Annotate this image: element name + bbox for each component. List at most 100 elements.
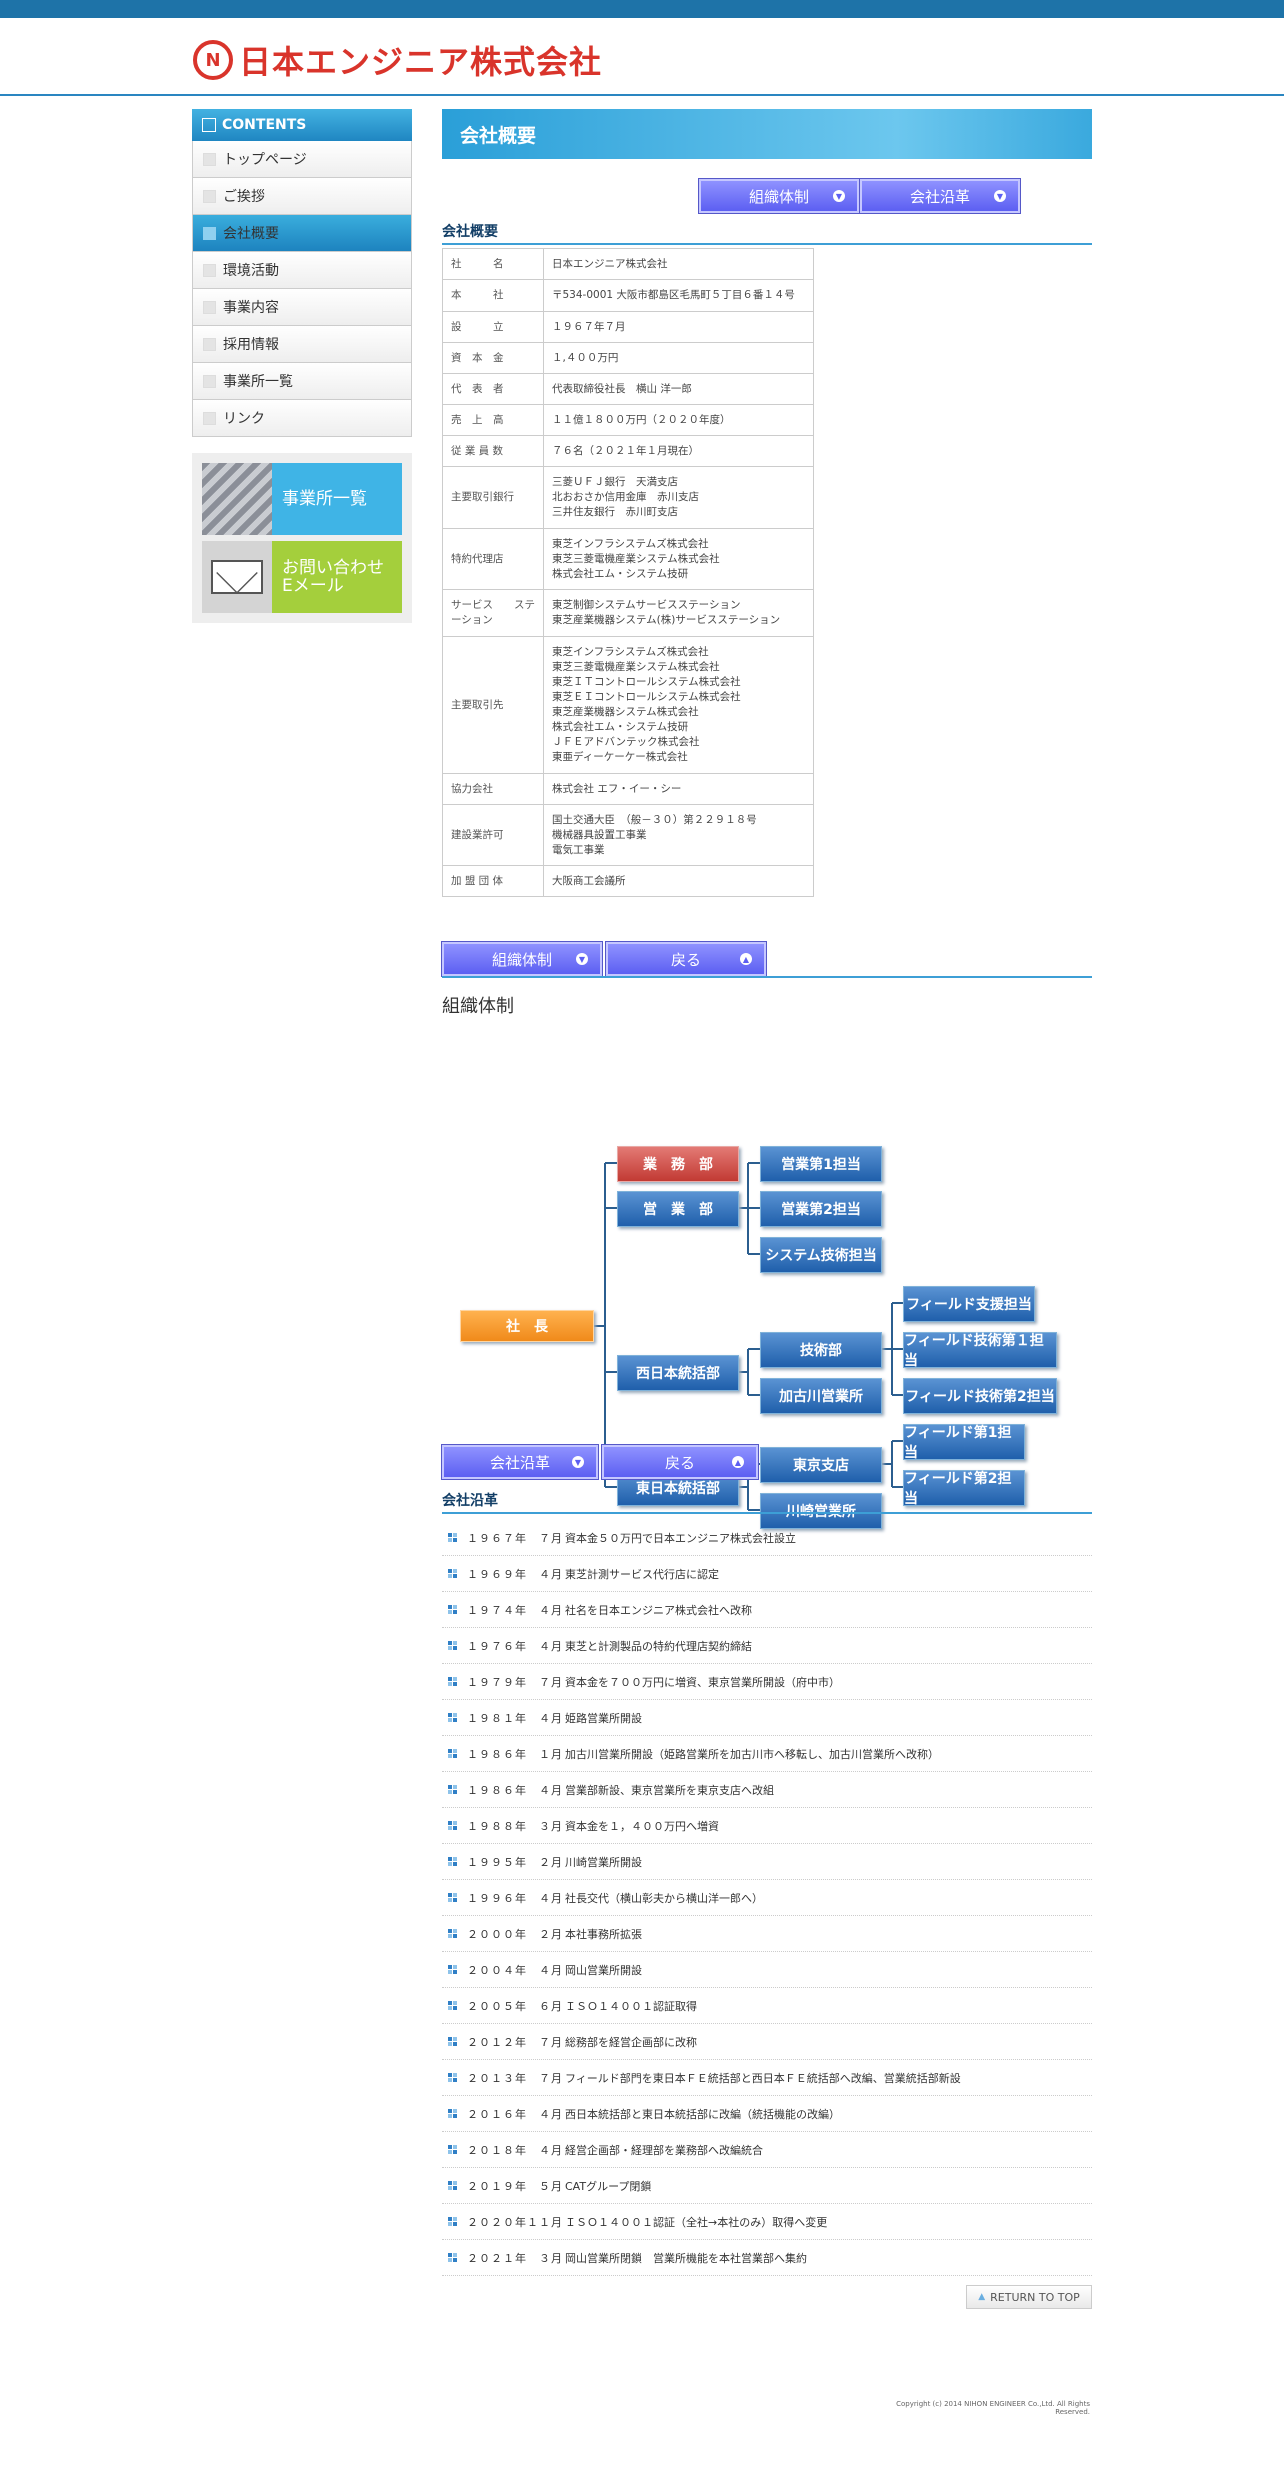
info-row: 本 社〒534-0001 大阪市都島区毛馬町５丁目６番１４号	[442, 279, 814, 312]
history-row: ２０１２年 ７月総務部を経営企画部に改称	[442, 2024, 1092, 2060]
main-content: 会社概要 組織体制▼ 会社沿革▼ 会社概要 社 名日本エンジニア株式会社本 社〒…	[441, 109, 1092, 2309]
info-value: 株式会社 エフ・イー・シー	[543, 773, 814, 805]
info-label: 特約代理店	[442, 528, 544, 590]
bullet-icon	[203, 337, 216, 351]
banner-offices[interactable]: 事業所一覧	[202, 463, 402, 535]
list-bullet-icon	[448, 2253, 457, 2262]
copyright: Copyright (c) 2014 NIHON ENGINEER Co.,Lt…	[896, 2400, 1090, 2416]
return-to-top-button[interactable]: ▲ RETURN TO TOP	[966, 2285, 1092, 2309]
history-text: 資本金５０万円で日本エンジニア株式会社設立	[565, 1531, 796, 1545]
info-label: 資 本 金	[442, 342, 544, 374]
info-value-line: 電気工事業	[552, 843, 605, 856]
history-date: １９７９年 ７月	[467, 1675, 563, 1689]
history-text: 営業部新設、東京営業所を東京支店へ改組	[565, 1783, 774, 1797]
history-text: ＩＳＯ１４００１認証取得	[565, 1999, 697, 2013]
sidebar-item[interactable]: 事業所一覧	[192, 363, 412, 400]
info-row: 代 表 者代表取締役社長 横山 洋一郎	[442, 373, 814, 405]
section-title-overview: 会社概要	[442, 221, 1092, 245]
history-date: １９７４年 ４月	[467, 1603, 563, 1617]
list-bullet-icon	[448, 2001, 457, 2010]
arrow-down-icon: ▼	[576, 953, 588, 965]
org-eigyo: 営 業 部	[617, 1191, 739, 1227]
bullet-icon	[203, 263, 216, 277]
info-row: 加 盟 団 体大阪商工会議所	[442, 865, 814, 897]
info-value-line: 東芝産業機器システム(株)サービスステーション	[552, 614, 781, 626]
info-value-line: １,４００万円	[552, 351, 619, 364]
list-bullet-icon	[448, 1749, 457, 1758]
history-anchor-button[interactable]: 会社沿革▼	[859, 178, 1021, 214]
envelope-icon	[202, 541, 272, 613]
info-value: 代表取締役社長 横山 洋一郎	[543, 373, 814, 405]
list-bullet-icon	[448, 1821, 457, 1830]
info-value-line: 株式会社エム・システム技研	[552, 721, 689, 733]
sidebar-item[interactable]: 環境活動	[192, 252, 412, 289]
history-row: １９９６年 ４月社長交代（横山彰夫から横山洋一郎へ）	[442, 1880, 1092, 1916]
info-value: ７６名（２０２１年１月現在）	[543, 435, 814, 467]
history-button[interactable]: 会社沿革▼	[441, 1444, 599, 1480]
org-kakogawa: 加古川営業所	[760, 1378, 882, 1414]
banner-contact[interactable]: お問い合わせ Eメール	[202, 541, 402, 613]
info-value-line: 国土交通大臣 （般－３０）第２２９１８号	[552, 813, 757, 826]
sidebar-menu: トップページご挨拶会社概要環境活動事業内容採用情報事業所一覧リンク	[192, 141, 412, 437]
history-text: 西日本統括部と東日本統括部に改編（統括機能の改編）	[565, 2107, 840, 2121]
bullet-icon	[203, 226, 216, 240]
bullet-icon	[203, 152, 216, 166]
sidebar-item-label: 環境活動	[223, 263, 279, 279]
info-value-line: １９６７年７月	[552, 320, 626, 333]
history-date: １９６７年 ７月	[467, 1531, 563, 1545]
history-date: １９６９年 ４月	[467, 1567, 563, 1581]
history-text: 資本金を１，４００万円へ増資	[565, 1819, 719, 1833]
bullet-icon	[203, 300, 216, 314]
history-date: ２０２１年 ３月	[467, 2251, 563, 2265]
org-anchor-button[interactable]: 組織体制▼	[698, 178, 860, 214]
list-bullet-icon	[448, 1533, 457, 1542]
contents-icon	[202, 118, 216, 132]
history-text: 姫路営業所開設	[565, 1711, 642, 1725]
org-nishi: 西日本統括部	[617, 1355, 739, 1391]
logo-text: 日本エンジニア株式会社	[239, 43, 603, 81]
history-text: CATグループ閉鎖	[565, 2179, 652, 2193]
info-label: 本 社	[442, 279, 544, 312]
logo-mark-icon: N	[193, 40, 233, 80]
info-label: サービス ステーション	[442, 589, 544, 637]
company-logo[interactable]: N 日本エンジニア株式会社	[193, 38, 602, 82]
info-value-line: 三井住友銀行 赤川町支店	[552, 506, 678, 518]
back-button[interactable]: 戻る▲	[605, 941, 767, 977]
history-date: １９９６年 ４月	[467, 1891, 563, 1905]
sidebar-header: CONTENTS	[192, 109, 412, 141]
sidebar-item[interactable]: 事業内容	[192, 289, 412, 326]
arrow-down-icon: ▼	[833, 190, 845, 202]
sidebar-item[interactable]: トップページ	[192, 141, 412, 178]
back-button-2[interactable]: 戻る▲	[601, 1444, 759, 1480]
sidebar-item-label: 事業内容	[223, 300, 279, 316]
history-text: フィールド部門を東日本ＦＥ統括部と西日本ＦＥ統括部へ改編、営業統括部新設	[565, 2071, 961, 2085]
sidebar-item[interactable]: ご挨拶	[192, 178, 412, 215]
sidebar-item[interactable]: リンク	[192, 400, 412, 437]
top-bar	[0, 0, 1284, 18]
history-date: ２０１８年 ４月	[467, 2143, 563, 2157]
history-date: ２０００年 ２月	[467, 1927, 563, 1941]
sidebar-item[interactable]: 採用情報	[192, 326, 412, 363]
section-title-history: 会社沿革	[442, 1490, 1092, 1514]
info-value-line: 東亜ディーケーケー株式会社	[552, 751, 688, 763]
org-button[interactable]: 組織体制▼	[441, 941, 603, 977]
history-text: 本社事務所拡張	[565, 1927, 642, 1941]
info-value-line: ７６名（２０２１年１月現在）	[552, 444, 699, 457]
info-value-line: 日本エンジニア株式会社	[552, 257, 668, 270]
history-row: ２０００年 ２月本社事務所拡張	[442, 1916, 1092, 1952]
info-label: 協力会社	[442, 773, 544, 805]
bullet-icon	[203, 189, 216, 203]
history-row: １９６７年 ７月資本金５０万円で日本エンジニア株式会社設立	[442, 1520, 1092, 1556]
history-date: １９８８年 ３月	[467, 1819, 563, 1833]
history-date: １９８１年 ４月	[467, 1711, 563, 1725]
info-row: 建設業許可国土交通大臣 （般－３０）第２２９１８号機械器具設置工事業電気工事業	[442, 804, 814, 866]
sidebar-item-label: リンク	[223, 411, 265, 427]
history-text: 東芝と計測製品の特約代理店契約締結	[565, 1639, 752, 1653]
sidebar-item[interactable]: 会社概要	[192, 215, 412, 252]
page-title: 会社概要	[442, 109, 1092, 159]
list-bullet-icon	[448, 2073, 457, 2082]
info-row: サービス ステーション東芝制御システムサービスステーション東芝産業機器システム(…	[442, 589, 814, 637]
history-row: １９６９年 ４月東芝計測サービス代行店に認定	[442, 1556, 1092, 1592]
